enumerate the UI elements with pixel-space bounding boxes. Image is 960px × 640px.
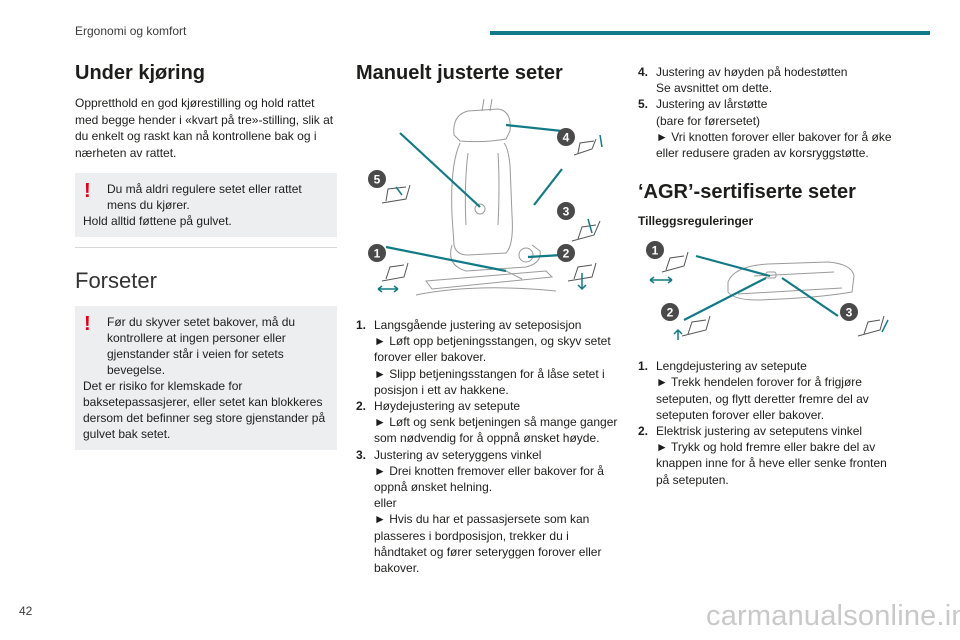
agr-step-2: 2. Elektrisk justering av seteputens vin… bbox=[638, 423, 900, 488]
warning-1-line-1: Du må aldri regulere setet eller rattet … bbox=[107, 182, 302, 212]
step-3-line-3: eller bbox=[374, 496, 397, 511]
step-4-number: 4. bbox=[638, 65, 649, 79]
agr-callout-label-3: 3 bbox=[846, 306, 853, 320]
manual-seat-steps-continued: 4. Justering av høyden på hodestøtten Se… bbox=[638, 64, 900, 161]
column-left: Under kjøring Oppretthold en god kjørest… bbox=[75, 56, 337, 450]
step-1-title: Langsgående justering av seteposisjon bbox=[374, 318, 582, 332]
callout-label-4: 4 bbox=[563, 131, 570, 145]
agr-callout-label-1: 1 bbox=[652, 244, 659, 258]
step-4: 4. Justering av høyden på hodestøtten Se… bbox=[638, 64, 900, 96]
warning-2-line-2: Det er risiko for klemskade for baksetep… bbox=[83, 379, 326, 441]
warning-icon: ! bbox=[84, 180, 91, 202]
callout-marker-4: 4 bbox=[557, 128, 603, 156]
heading-under-kjoring: Under kjøring bbox=[75, 62, 206, 84]
warning-box-1: ! Du må aldri regulere setet eller ratte… bbox=[75, 173, 337, 237]
step-4-line-2: Se avsnittet om dette. bbox=[656, 81, 773, 96]
header-accent-bar bbox=[490, 31, 930, 35]
subheading-tilleggsreguleringer: Tilleggsreguleringer bbox=[638, 214, 754, 229]
step-5-line-3: ► Vri knotten forover eller bakover for … bbox=[656, 129, 892, 161]
step-2: 2. Høydejustering av setepute ► Løft og … bbox=[356, 398, 620, 447]
column-middle: Manuelt justerte seter 4 bbox=[356, 56, 620, 576]
callout-label-1: 1 bbox=[374, 247, 381, 261]
agr-callout-label-2: 2 bbox=[667, 306, 674, 320]
agr-step-2-title: Elektrisk justering av seteputens vinkel bbox=[656, 424, 863, 439]
agr-seat-diagram: 1 2 3 bbox=[646, 241, 889, 341]
paragraph-driving-position: Oppretthold en god kjørestilling og hold… bbox=[75, 96, 334, 160]
step-5-number: 5. bbox=[638, 97, 649, 112]
step-1-line-2: ► Løft opp betjeningsstangen, og skyv se… bbox=[374, 334, 611, 365]
seat-illustration bbox=[415, 98, 557, 296]
agr-step-1: 1. Lengdejustering av setepute ► Trekk h… bbox=[638, 358, 900, 423]
running-header: Ergonomi og komfort bbox=[75, 24, 187, 38]
callout-label-5: 5 bbox=[374, 173, 381, 187]
agr-seat-illustration bbox=[727, 261, 855, 301]
step-3: 3. Justering av seteryggens vinkel ► Dre… bbox=[356, 447, 620, 577]
step-3-title: Justering av seteryggens vinkel bbox=[374, 447, 542, 462]
step-1-number: 1. bbox=[356, 318, 367, 332]
agr-callout-marker-2: 2 bbox=[661, 303, 711, 341]
agr-step-1-number: 1. bbox=[638, 359, 649, 374]
warning-1-line-2: Hold alltid føttene på gulvet. bbox=[83, 214, 232, 228]
section-divider bbox=[75, 247, 337, 248]
manual-seat-steps: 1. Langsgående justering av seteposisjon… bbox=[356, 317, 620, 576]
warning-2-line-1: Før du skyver setet bakover, må du kontr… bbox=[107, 315, 296, 377]
callout-marker-5: 5 bbox=[368, 170, 411, 204]
step-5-line-2: (bare for førersetet) bbox=[656, 113, 761, 128]
heading-agr-seats: ‘AGR’-sertifiserte seter bbox=[638, 181, 856, 204]
agr-callout-marker-1: 1 bbox=[646, 241, 689, 284]
agr-step-1-line-2: ► Trekk hendelen forover for å frigjøre … bbox=[656, 375, 869, 422]
warning-box-2: ! Før du skyver setet bakover, må du kon… bbox=[75, 306, 337, 450]
agr-step-1-title: Lengdejustering av setepute bbox=[656, 359, 807, 374]
column-right: 4. Justering av høyden på hodestøtten Se… bbox=[638, 56, 900, 488]
agr-step-2-line-2: ► Trykk og hold fremre eller bakre del a… bbox=[656, 440, 887, 487]
step-2-number: 2. bbox=[356, 399, 367, 414]
step-2-line-2: ► Løft og senk betjeningen så mange gang… bbox=[374, 415, 618, 446]
callout-marker-3: 3 bbox=[557, 202, 601, 242]
page-number: 42 bbox=[19, 604, 33, 618]
step-3-line-4: ► Hvis du har et passasjersete som kan p… bbox=[374, 512, 602, 576]
leader-lines bbox=[385, 123, 563, 273]
heading-manuelt-justerte-seter: Manuelt justerte seter bbox=[356, 62, 563, 84]
agr-leader-lines bbox=[683, 255, 839, 322]
agr-seat-steps: 1. Lengdejustering av setepute ► Trekk h… bbox=[638, 358, 900, 488]
step-3-line-2: ► Drei knotten fremover eller bakover fo… bbox=[374, 463, 604, 495]
heading-forseter: Forseter bbox=[75, 268, 157, 293]
callout-marker-2: 2 bbox=[557, 244, 597, 291]
agr-step-2-number: 2. bbox=[638, 424, 649, 439]
step-1: 1. Langsgående justering av seteposisjon… bbox=[356, 317, 620, 398]
step-2-title: Høydejustering av setepute bbox=[374, 399, 521, 414]
seat-adjustment-diagram: 4 5 3 1 2 bbox=[368, 98, 603, 296]
watermark: carmanualsonline.info bbox=[706, 600, 960, 632]
step-5: 5. Justering av lårstøtte (bare for føre… bbox=[638, 96, 900, 161]
step-5-title: Justering av lårstøtte bbox=[656, 97, 768, 112]
callout-label-3: 3 bbox=[563, 205, 570, 219]
step-3-number: 3. bbox=[356, 447, 367, 462]
callout-marker-1: 1 bbox=[368, 244, 409, 293]
step-4-title: Justering av høyden på hodestøtten bbox=[656, 65, 848, 79]
callout-label-2: 2 bbox=[563, 247, 570, 261]
step-1-line-3: ► Slipp betjeningsstangen for å låse set… bbox=[374, 366, 605, 397]
warning-icon: ! bbox=[84, 313, 91, 335]
agr-callout-marker-3: 3 bbox=[840, 303, 889, 337]
